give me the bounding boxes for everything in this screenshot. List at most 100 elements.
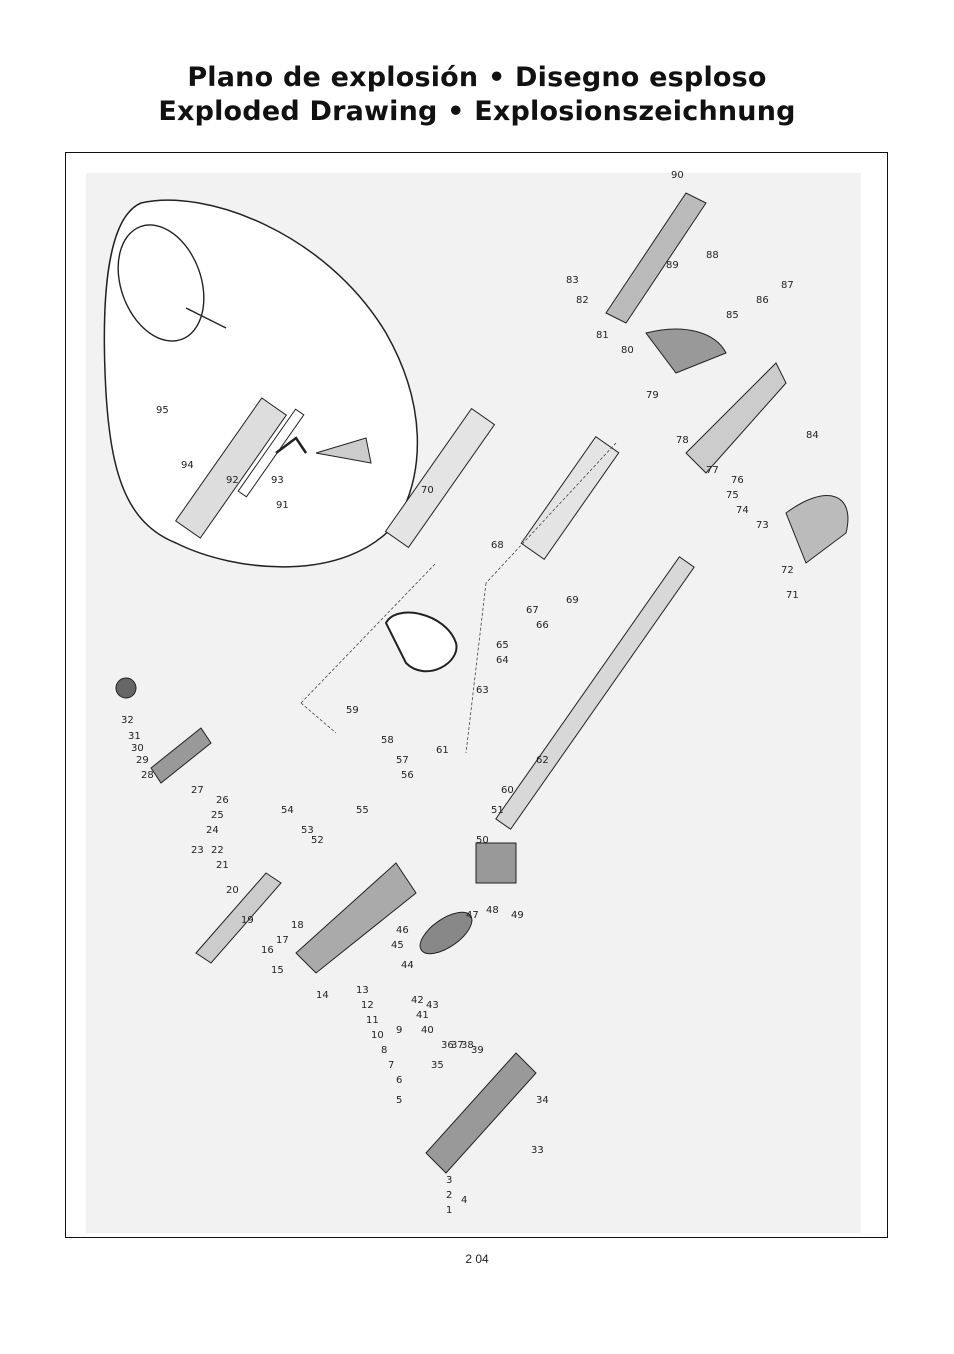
part-number-82: 82 [576, 295, 589, 306]
part-number-39: 39 [471, 1045, 484, 1056]
part-number-25: 25 [211, 810, 224, 821]
title-line-2: Exploded Drawing • Explosionszeichnung [158, 96, 796, 127]
part-number-22: 22 [211, 845, 224, 856]
part-number-76: 76 [731, 475, 744, 486]
part-number-23: 23 [191, 845, 204, 856]
part-number-68: 68 [491, 540, 504, 551]
part-number-55: 55 [356, 805, 369, 816]
part-number-79: 79 [646, 390, 659, 401]
part-number-74: 74 [736, 505, 749, 516]
part-number-40: 40 [421, 1025, 434, 1036]
shaft-62 [495, 556, 695, 830]
cover-28 [150, 727, 212, 784]
part-number-20: 20 [226, 885, 239, 896]
part-number-84: 84 [806, 430, 819, 441]
part-number-81: 81 [596, 330, 609, 341]
part-number-12: 12 [361, 1000, 374, 1011]
part-labels: 1234567891011121314151617181920212223242… [121, 170, 819, 1216]
part-number-77: 77 [706, 465, 719, 476]
part-number-10: 10 [371, 1030, 384, 1041]
part-number-56: 56 [401, 770, 414, 781]
part-number-19: 19 [241, 915, 254, 926]
part-number-45: 45 [391, 940, 404, 951]
part-number-70: 70 [421, 485, 434, 496]
part-number-17: 17 [276, 935, 289, 946]
part-number-42: 42 [411, 995, 424, 1006]
page-number: 2 04 [465, 1252, 489, 1266]
part-number-85: 85 [726, 310, 739, 321]
part-number-63: 63 [476, 685, 489, 696]
guide-bar-cover [174, 397, 288, 539]
part-number-53: 53 [301, 825, 314, 836]
armature-46 [419, 911, 473, 955]
grip-72 [785, 495, 849, 564]
part-number-31: 31 [128, 731, 141, 742]
part-number-41: 41 [416, 1010, 429, 1021]
part-number-9: 9 [396, 1025, 402, 1036]
part-number-87: 87 [781, 280, 794, 291]
part-number-8: 8 [381, 1045, 387, 1056]
part-number-5: 5 [396, 1095, 402, 1106]
part-number-62: 62 [536, 755, 549, 766]
knob-32 [115, 677, 137, 699]
part-number-59: 59 [346, 705, 359, 716]
part-number-16: 16 [261, 945, 274, 956]
gear-housing-14 [295, 862, 417, 974]
part-number-67: 67 [526, 605, 539, 616]
part-number-49: 49 [511, 910, 524, 921]
part-number-86: 86 [756, 295, 769, 306]
part-number-34: 34 [536, 1095, 549, 1106]
part-number-66: 66 [536, 620, 549, 631]
part-number-18: 18 [291, 920, 304, 931]
part-number-71: 71 [786, 590, 799, 601]
part-number-46: 46 [396, 925, 409, 936]
part-number-57: 57 [396, 755, 409, 766]
part-number-51: 51 [491, 805, 504, 816]
part-number-60: 60 [501, 785, 514, 796]
part-number-69: 69 [566, 595, 579, 606]
part-number-24: 24 [206, 825, 219, 836]
part-number-54: 54 [281, 805, 294, 816]
hex-key [275, 436, 308, 454]
part-number-65: 65 [496, 640, 509, 651]
part-number-78: 78 [676, 435, 689, 446]
part-number-92: 92 [226, 475, 239, 486]
part-number-80: 80 [621, 345, 634, 356]
part-number-32: 32 [121, 715, 134, 726]
part-number-47: 47 [466, 910, 479, 921]
title-line-1: Plano de explosión • Disegno esploso [187, 62, 767, 93]
guide-bar-16 [195, 872, 282, 964]
spare-part [237, 408, 305, 498]
part-number-61: 61 [436, 745, 449, 756]
part-number-88: 88 [706, 250, 719, 261]
part-number-90: 90 [671, 170, 684, 181]
part-number-83: 83 [566, 275, 579, 286]
part-number-1: 1 [446, 1205, 452, 1216]
part-number-15: 15 [271, 965, 284, 976]
part-number-75: 75 [726, 490, 739, 501]
part-number-33: 33 [531, 1145, 544, 1156]
part-number-37: 37 [451, 1040, 464, 1051]
part-number-93: 93 [271, 475, 284, 486]
bottom-housing-2 [425, 1052, 537, 1174]
leader-lines [300, 442, 617, 754]
part-number-21: 21 [216, 860, 229, 871]
part-number-38: 38 [461, 1040, 474, 1051]
part-number-94: 94 [181, 460, 194, 471]
part-number-52: 52 [311, 835, 324, 846]
part-number-28: 28 [141, 770, 154, 781]
housing-78 [685, 362, 787, 474]
exploded-drawing: 1234567891011121314151617181920212223242… [86, 170, 861, 1233]
tube-70 [384, 407, 496, 549]
part-number-27: 27 [191, 785, 204, 796]
part-number-26: 26 [216, 795, 229, 806]
accessory-bag-outline [103, 199, 419, 568]
part-number-4: 4 [461, 1195, 467, 1206]
part-number-91: 91 [276, 500, 289, 511]
part-number-13: 13 [356, 985, 369, 996]
top-bracket-83 [605, 192, 707, 324]
part-number-14: 14 [316, 990, 329, 1001]
part-number-3: 3 [446, 1175, 452, 1186]
part-number-11: 11 [366, 1015, 379, 1026]
